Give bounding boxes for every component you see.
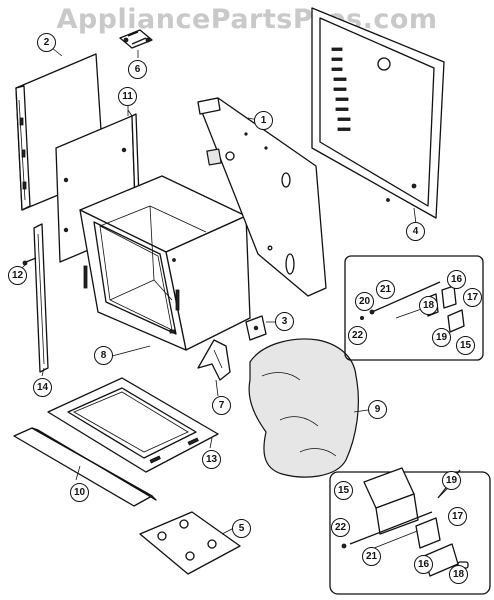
part-14-trim-strip [33, 223, 49, 373]
inset-upper-callout-20: 20 [355, 292, 374, 311]
watermark-text: AppliancePartsPros.com [56, 4, 438, 35]
callout-6: 6 [128, 60, 147, 79]
callout-7: 7 [212, 396, 231, 415]
part-10-kick-panel [13, 427, 157, 507]
part-13-oven-bottom [47, 377, 219, 473]
callout-9: 9 [368, 400, 387, 419]
part-4-rear-cover [311, 7, 445, 219]
inset-upper-callout-18: 18 [419, 296, 438, 315]
inset-lower-callout-19: 19 [442, 471, 461, 490]
callout-1: 1 [254, 111, 273, 130]
inset-lower-callout-21: 21 [362, 547, 381, 566]
inset-lower-callout-16: 16 [414, 555, 433, 574]
inset-lower-callout-18: 18 [449, 565, 468, 584]
inset-lower-callout-15: 15 [334, 481, 353, 500]
callout-10: 10 [70, 483, 89, 502]
callout-2: 2 [37, 33, 56, 52]
inset-upper-callout-19: 19 [432, 328, 451, 347]
callout-8: 8 [94, 346, 113, 365]
inset-upper-callout-16: 16 [447, 270, 466, 289]
callout-11: 11 [118, 87, 137, 106]
callout-14: 14 [33, 378, 52, 397]
part-5-cover-plate [139, 511, 241, 575]
part-6-clip [119, 29, 153, 49]
inset-lower-callout-22: 22 [331, 518, 350, 537]
callout-3: 3 [275, 312, 294, 331]
inset-box-lower [329, 467, 491, 595]
callout-4: 4 [406, 222, 425, 241]
callout-13: 13 [202, 450, 221, 469]
inset-upper-callout-15: 15 [456, 336, 475, 355]
callout-12: 12 [8, 266, 27, 285]
part-1-back-panel [197, 97, 327, 297]
part-3-bracket [245, 315, 267, 341]
inset-upper-callout-21: 21 [376, 280, 395, 299]
inset-upper-callout-17: 17 [463, 288, 482, 307]
callout-5: 5 [232, 519, 251, 538]
inset-upper-callout-22: 22 [348, 326, 367, 345]
inset-lower-callout-17: 17 [448, 507, 467, 526]
part-7-hinge-receiver [197, 339, 231, 381]
part-12-screw [22, 257, 37, 266]
part-9-insulation [248, 338, 359, 478]
oven-cavity [79, 175, 251, 351]
